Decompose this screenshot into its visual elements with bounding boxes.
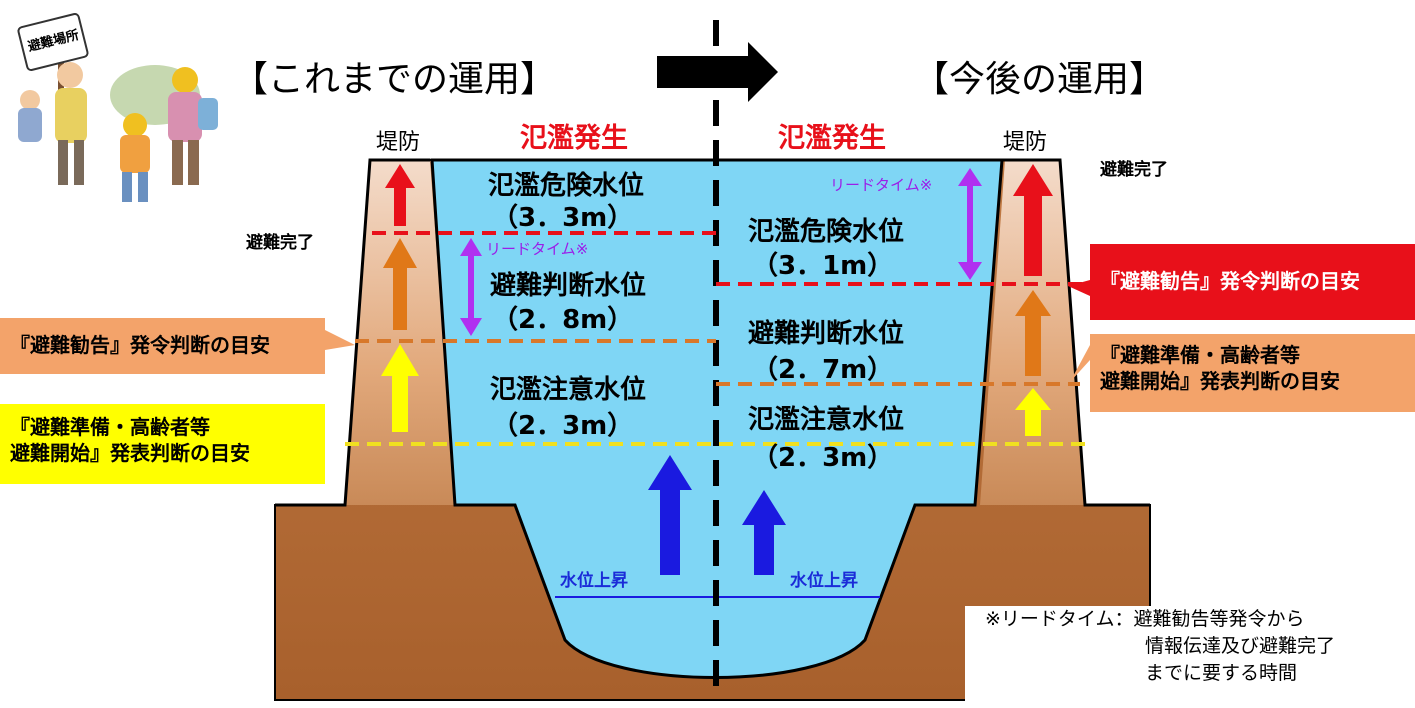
left-caution-name: 氾濫注意水位 bbox=[490, 375, 647, 405]
heading-future: 【今後の運用】 bbox=[913, 59, 1166, 100]
right-caution-name: 氾濫注意水位 bbox=[748, 405, 905, 435]
right-danger-value: （3．1m） bbox=[752, 251, 894, 281]
right-rise-label: 水位上昇 bbox=[790, 571, 858, 591]
right-kankoku-text: 『避難勧告』発令判断の目安 bbox=[1100, 269, 1360, 293]
left-danger-name: 氾濫危険水位 bbox=[488, 171, 645, 201]
left-dike bbox=[345, 160, 455, 505]
footnote-line2: 情報伝達及び避難完了 bbox=[1145, 635, 1336, 657]
left-yellow-arrow bbox=[381, 344, 419, 432]
right-kankoku-callout: 『避難勧告』発令判断の目安 bbox=[1090, 244, 1415, 320]
footnote: ※リードタイム：避難勧告等発令から 情報伝達及び避難完了 までに要する時間 bbox=[965, 606, 1410, 706]
water bbox=[430, 158, 1004, 679]
right-rise-arrow bbox=[742, 490, 786, 575]
left-rise-label: 水位上昇 bbox=[560, 571, 628, 591]
right-evac-done: 避難完了 bbox=[1100, 160, 1168, 180]
heading-current: 【これまでの運用】 bbox=[232, 59, 557, 100]
right-junbi-line2: 避難開始』発表判断の目安 bbox=[1100, 369, 1340, 393]
left-lead-time-arrow bbox=[460, 238, 482, 336]
transition-arrow bbox=[657, 42, 778, 102]
left-flood-label: 氾濫発生 bbox=[520, 123, 628, 154]
right-dike-label: 堤防 bbox=[1003, 130, 1048, 155]
footnote-line3: までに要する時間 bbox=[1145, 662, 1298, 684]
left-lead-time-label: リードタイム※ bbox=[486, 240, 589, 258]
right-junbi-line1: 『避難準備・高齢者等 bbox=[1100, 343, 1300, 367]
right-lead-time-arrow bbox=[958, 168, 982, 280]
left-junbi-line1: 『避難準備・高齢者等 bbox=[10, 415, 210, 439]
left-rise-arrow bbox=[648, 455, 692, 575]
right-orange-arrow bbox=[1015, 290, 1051, 376]
right-danger-name: 氾濫危険水位 bbox=[748, 217, 905, 247]
left-kankoku-text: 『避難勧告』発令判断の目安 bbox=[10, 333, 270, 357]
left-junbi-line2: 避難開始』発表判断の目安 bbox=[10, 441, 250, 465]
left-danger-value: （3．3m） bbox=[492, 203, 634, 233]
left-judge-value: （2．8m） bbox=[492, 305, 634, 335]
right-judge-value: （2．7m） bbox=[752, 355, 894, 385]
left-caution-value: （2．3m） bbox=[492, 411, 634, 441]
right-yellow-arrow bbox=[1015, 388, 1051, 436]
left-junbi-callout: 『避難準備・高齢者等 避難開始』発表判断の目安 bbox=[0, 404, 325, 484]
right-caution-value: （2．3m） bbox=[752, 443, 894, 473]
right-judge-name: 避難判断水位 bbox=[748, 319, 905, 349]
left-dike-label: 堤防 bbox=[376, 130, 421, 155]
left-judge-name: 避難判断水位 bbox=[490, 271, 647, 301]
footnote-line1: ※リードタイム：避難勧告等発令から bbox=[985, 608, 1305, 630]
right-red-arrow bbox=[1013, 164, 1053, 276]
right-flood-label: 氾濫発生 bbox=[778, 123, 886, 154]
right-junbi-callout: 『避難準備・高齢者等 避難開始』発表判断の目安 bbox=[1090, 334, 1415, 412]
left-kankoku-callout: 『避難勧告』発令判断の目安 bbox=[0, 318, 325, 374]
left-evac-done: 避難完了 bbox=[246, 233, 314, 253]
left-orange-arrow bbox=[383, 238, 417, 330]
left-red-arrow bbox=[385, 164, 415, 226]
right-lead-time-label: リードタイム※ bbox=[830, 176, 933, 194]
evacuation-illustration bbox=[17, 13, 218, 202]
